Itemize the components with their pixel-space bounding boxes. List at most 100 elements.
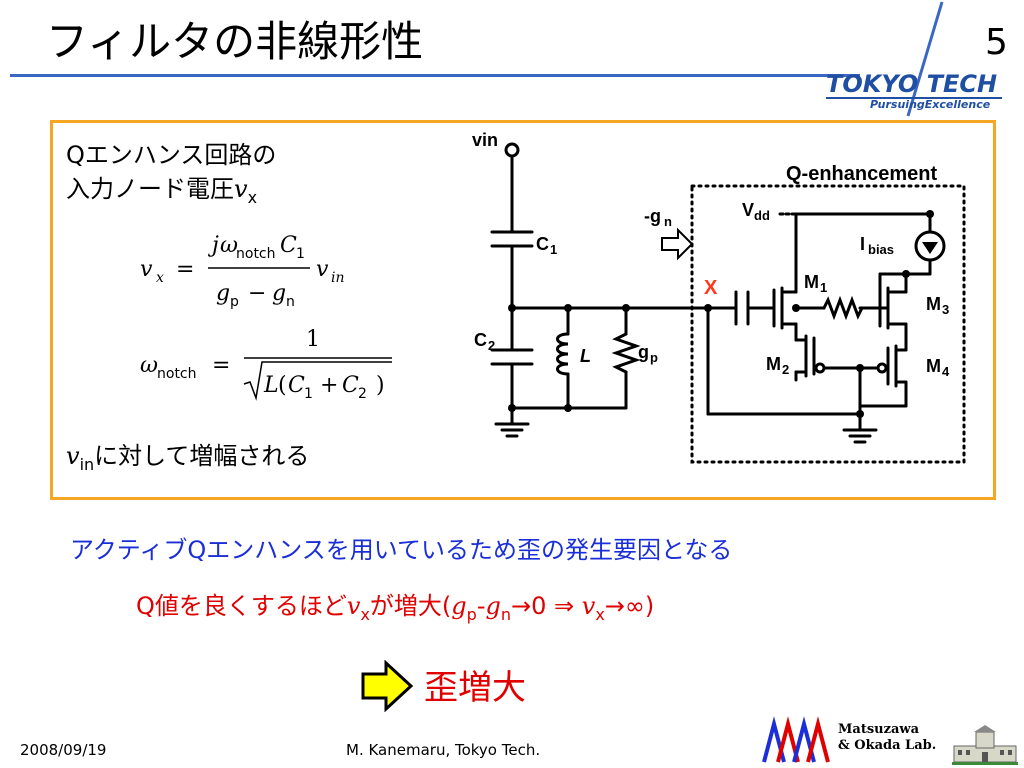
logo-tagline: PursuingExcellence: [870, 98, 991, 111]
box-label-line1: Qエンハンス回路の: [66, 141, 277, 169]
m4-sub: 4: [942, 364, 950, 379]
building-icon: [952, 725, 1018, 765]
footer-date: 2008/09/19: [20, 741, 107, 759]
eq1-num-omega-sub: notch: [236, 246, 276, 262]
degeneration-resistor-icon: [822, 295, 864, 321]
red-g2-sub: n: [500, 604, 512, 624]
red-v-sub: x: [360, 604, 370, 624]
title-rule: [10, 74, 860, 77]
m2-label: M: [766, 354, 781, 374]
red-v2: v: [581, 592, 596, 620]
red-mid: が増大(: [369, 592, 452, 620]
vin-note-sub: in: [79, 454, 95, 474]
box-label-line2: 入力ノード電圧: [66, 175, 234, 203]
c1-label: C: [536, 234, 549, 254]
red-end: →∞): [604, 592, 655, 620]
box-label: Qエンハンス回路の 入力ノード電圧vx: [66, 138, 386, 215]
eq2-lhs-sub: notch: [157, 366, 197, 382]
eq1-num-c-sub: 1: [296, 246, 305, 262]
eq1-den-minus: −: [248, 281, 266, 306]
eq2-den-plus: +: [320, 373, 338, 398]
lab-logo-mark: [762, 716, 830, 763]
eq2-eq: =: [212, 353, 230, 378]
inductor-icon: [556, 332, 570, 376]
red-v2-sub: x: [595, 604, 605, 624]
eq2-lhs-omega: ω: [140, 353, 158, 378]
ibias-arrow-icon: [922, 242, 938, 254]
eq2-num: 1: [306, 327, 320, 352]
l-label: L: [580, 346, 591, 366]
q-enhancement-label: Q-enhancement: [786, 163, 937, 185]
lab-name-line2: & Okada Lab.: [838, 738, 937, 753]
vdd-sub: dd: [754, 208, 770, 223]
ibias-sub: bias: [868, 242, 894, 257]
box-label-var: v: [234, 175, 248, 203]
red-g1: g: [451, 592, 467, 620]
gn-arrow-icon: [661, 227, 694, 261]
c2-label: C: [474, 330, 487, 350]
m4-label: M: [926, 356, 941, 376]
m2-sub: 2: [782, 362, 789, 377]
lab-name-line1: Matsuzawa: [838, 722, 920, 737]
eq1-rhs-sub: in: [331, 270, 345, 286]
vdd-label: V: [742, 200, 754, 220]
m1-sub: 1: [820, 280, 827, 295]
vin-terminal-icon: [504, 142, 520, 158]
lab-name: Matsuzawa & Okada Lab.: [838, 722, 936, 754]
red-pre: Q値を良くするほど: [136, 592, 347, 620]
eq2-den-c1: C: [288, 373, 305, 398]
eq1-den-gp: g: [216, 281, 230, 306]
box-label-sub: x: [247, 187, 258, 207]
eq2-sqrt-sign: [243, 361, 392, 401]
eq1-num-c: C: [280, 233, 297, 258]
red-g1-sub: p: [466, 604, 477, 624]
vin-label: vin: [472, 130, 498, 150]
gp-resistor-icon: [611, 332, 641, 374]
page-number: 5: [985, 22, 1008, 63]
slide-title: フィルタの非線形性: [46, 17, 424, 66]
eq2-den-c2-sub: 2: [358, 386, 367, 402]
content-box: [50, 120, 996, 500]
m3-label: M: [926, 294, 941, 314]
c1-sub: 1: [550, 242, 557, 257]
eq1-den-gn-sub: n: [286, 294, 295, 310]
gp-sub: p: [650, 350, 658, 365]
q-enhancement-circuit: vin C 1 C 2 L g p -g n X Q-enhancement V…: [472, 130, 966, 464]
gp-label: g: [638, 342, 649, 362]
eq1-lhs-sub: x: [156, 270, 164, 286]
vin-note-text: に対して増幅される: [94, 442, 310, 470]
right-arrow-icon: [361, 660, 414, 712]
tokyo-tech-logo: TOKYO TECH: [826, 70, 998, 98]
eq2-den-close: ): [376, 373, 385, 398]
x-node-label: X: [704, 277, 718, 299]
q-value-note: Q値を良くするほどvxが増大(gp-gn→0 ⇒ vx→∞): [136, 586, 654, 624]
eq1-num-omega: ω: [220, 233, 238, 258]
eq1-num-j: j: [207, 233, 219, 258]
eq2-den-c1-sub: 1: [304, 386, 313, 402]
eq2-den-c2: C: [342, 373, 359, 398]
gn-label: -g: [644, 206, 661, 226]
conclusion-text: 歪増大: [424, 668, 526, 708]
m3-sub: 3: [942, 302, 949, 317]
gn-sub: n: [664, 214, 672, 229]
logo-underline: [826, 97, 1002, 99]
equations: v x = j ω notch C 1 g p − g n v in ω not…: [140, 233, 392, 402]
vin-note-var: v: [66, 442, 80, 470]
ibias-label: I: [860, 234, 865, 254]
red-arrow0: →0 ⇒: [511, 592, 582, 620]
eq2-den-open: (: [278, 373, 287, 398]
red-g2: g: [485, 592, 501, 620]
red-dash: -: [476, 592, 486, 620]
m1-label: M: [804, 272, 819, 292]
eq1-den-gn: g: [272, 281, 286, 306]
c2-sub: 2: [488, 338, 495, 353]
eq1-lhs-var: v: [140, 257, 153, 282]
active-q-note: アクティブQエンハンスを用いているため歪の発生要因となる: [70, 536, 733, 564]
eq2-den-l: L: [263, 373, 279, 398]
eq1-den-gp-sub: p: [230, 294, 239, 310]
q-enhancement-box: [690, 184, 966, 464]
footer-author: M. Kanemaru, Tokyo Tech.: [346, 741, 541, 759]
eq1-eq: =: [176, 257, 194, 282]
vin-note: vinに対して増幅される: [66, 436, 309, 474]
red-v: v: [346, 592, 361, 620]
